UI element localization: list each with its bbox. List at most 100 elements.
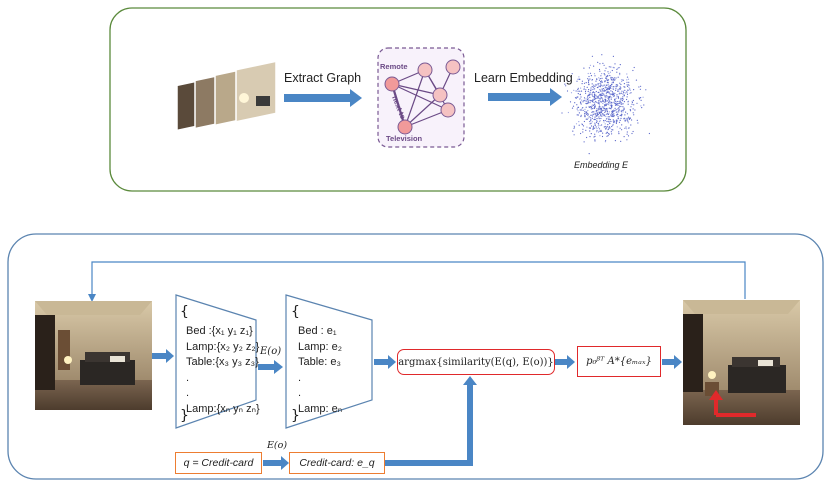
- embedding-point: [620, 97, 622, 99]
- embedding-point: [618, 67, 620, 69]
- embedding-point: [565, 85, 567, 87]
- embedding-point: [587, 114, 589, 116]
- embedding-point: [583, 67, 585, 69]
- embedding-point: [612, 129, 614, 131]
- embedding-point: [636, 119, 638, 121]
- embedding-point: [587, 117, 589, 119]
- embedding-point: [587, 72, 589, 75]
- embedding-point: [588, 89, 590, 91]
- embedding-point: [607, 82, 609, 84]
- embedding-point: [606, 117, 608, 119]
- embedding-point: [608, 100, 610, 102]
- embedding-point: [629, 109, 631, 111]
- embedding-point: [598, 123, 600, 125]
- embedding-point: [608, 92, 610, 95]
- embedding-point: [601, 89, 603, 91]
- embedding-point: [594, 92, 596, 94]
- arrow-objects-to-embeddings: [258, 360, 283, 374]
- embedding-point: [621, 80, 623, 83]
- embedding-point: [600, 130, 602, 132]
- list-item: Lamp:{xₙ yₙ zₙ}: [186, 402, 260, 415]
- embedding-point: [588, 80, 590, 82]
- embedding-point: [604, 114, 606, 116]
- embedding-point: [599, 89, 601, 91]
- embedding-point: [609, 85, 611, 87]
- embedding-point: [602, 93, 604, 95]
- list-item: .: [186, 387, 190, 399]
- embedding-point: [617, 113, 619, 115]
- embedding-point: [599, 98, 601, 100]
- embedding-point: [600, 101, 602, 103]
- embedding-point: [604, 74, 606, 76]
- embedding-point: [622, 109, 625, 111]
- embedding-point: [611, 133, 613, 135]
- embedding-point: [586, 99, 589, 101]
- embedding-point: [579, 98, 581, 100]
- embedding-point: [608, 133, 610, 135]
- embedding-point: [600, 112, 602, 114]
- embedding-point: [586, 111, 588, 113]
- embedding-point: [594, 127, 596, 129]
- embedding-point: [633, 104, 635, 106]
- embedding-point: [604, 125, 606, 128]
- embedding-point: [604, 96, 606, 98]
- embedding-point: [623, 118, 625, 120]
- embedding-point: [629, 88, 631, 90]
- embedding-point: [610, 104, 612, 106]
- embedding-point: [607, 113, 610, 115]
- embedding-point: [607, 135, 609, 137]
- embedding-point: [605, 89, 608, 91]
- embedding-point: [619, 101, 621, 103]
- embedding-point: [580, 109, 582, 111]
- embedding-point: [602, 109, 604, 111]
- embedding-point: [586, 118, 588, 120]
- embedding-point: [577, 93, 579, 95]
- embedding-point: [572, 105, 575, 107]
- embedding-point: [619, 72, 621, 74]
- embedding-point: [613, 77, 615, 79]
- embedding-point: [580, 114, 582, 116]
- embedding-scatter-icon: [561, 54, 651, 155]
- embedding-point: [574, 102, 576, 104]
- embedding-point: [594, 122, 596, 124]
- embedding-point: [598, 95, 600, 97]
- embedding-point: [608, 107, 610, 109]
- embedding-point: [592, 111, 594, 113]
- embedding-point: [597, 100, 600, 102]
- embedding-point: [583, 86, 586, 88]
- embedding-point: [627, 135, 630, 137]
- embedding-point: [589, 96, 591, 98]
- embedding-point: [601, 77, 603, 79]
- list-item: Lamp:{x₂ y₂ z₂}: [186, 340, 260, 353]
- embedding-point: [601, 110, 603, 112]
- embedding-point: [612, 55, 615, 58]
- embedding-point: [640, 105, 642, 107]
- embedding-point: [631, 119, 633, 121]
- embeddings-trapezoid: [285, 294, 373, 429]
- embedding-point: [639, 88, 642, 90]
- embedding-point: [580, 96, 582, 98]
- embedding-point: [604, 101, 606, 103]
- embedding-point: [592, 128, 594, 131]
- embedding-point: [607, 84, 609, 86]
- embedding-point: [639, 98, 641, 100]
- embedding-point: [617, 108, 619, 110]
- embedding-point: [578, 121, 580, 123]
- embedding-point: [594, 75, 596, 77]
- embedding-point: [573, 127, 575, 129]
- list2-close-brace: }: [291, 408, 300, 424]
- list-item: Table: e₃: [298, 356, 342, 368]
- embedding-point: [633, 114, 635, 116]
- embedding-point: [593, 107, 596, 109]
- embedding-point: [588, 83, 590, 85]
- embedding-point: [618, 133, 620, 135]
- embedding-point: [583, 82, 586, 84]
- embedding-point: [599, 70, 601, 72]
- feedback-loop-line: [91, 261, 746, 299]
- embedding-point: [607, 75, 609, 77]
- embedding-point: [576, 108, 578, 110]
- argmax-box: argmax{similarity(E(q), E(o))}: [397, 349, 555, 375]
- embedding-point: [619, 82, 621, 84]
- embedding-point: [614, 103, 617, 106]
- embedding-point: [599, 110, 602, 112]
